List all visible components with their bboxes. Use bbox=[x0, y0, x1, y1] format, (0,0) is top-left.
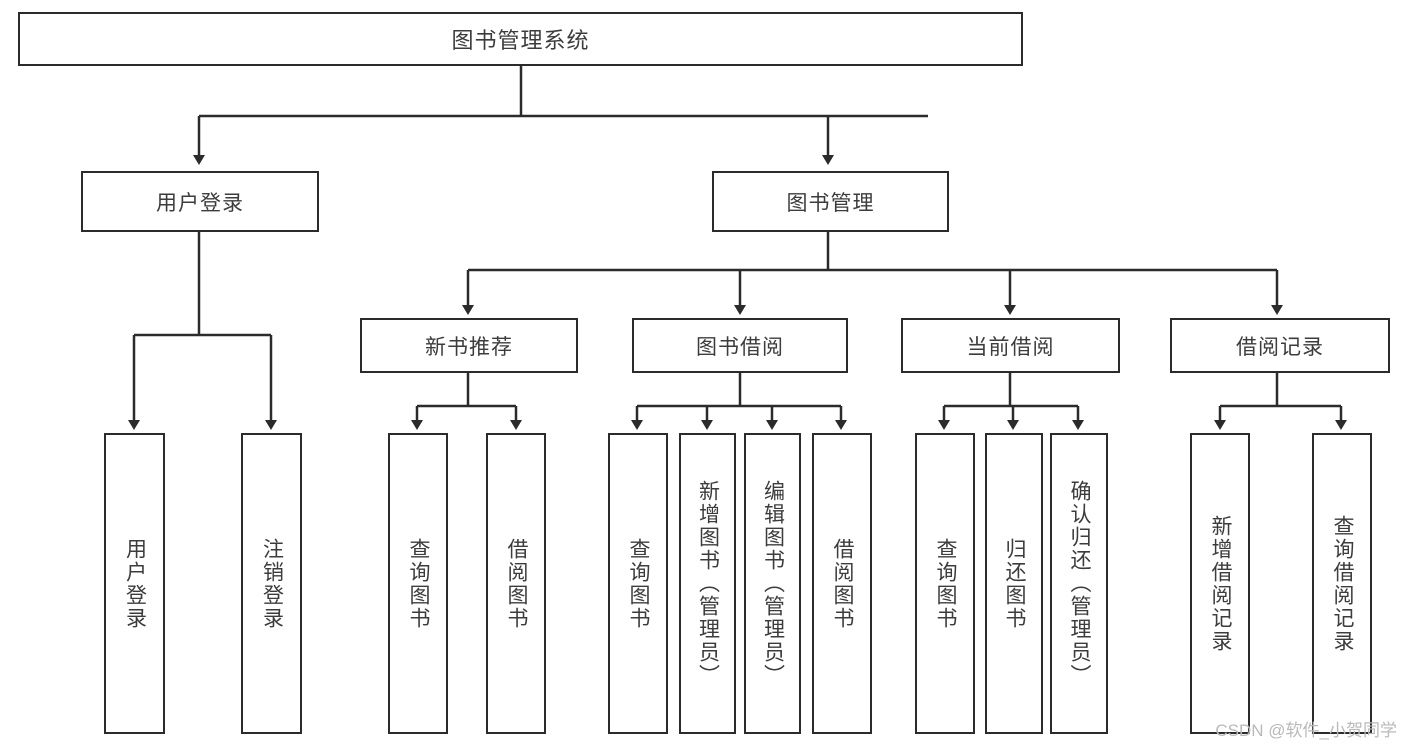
leaf-add-book-label: 新增图书（管理员） bbox=[696, 480, 720, 687]
node-user-login-label: 用户登录 bbox=[156, 191, 244, 215]
node-user-login[interactable]: 用户登录 bbox=[81, 171, 319, 232]
leaf-user-login-label: 用户登录 bbox=[123, 537, 147, 630]
leaf-query-book-2-label: 查询图书 bbox=[627, 537, 651, 630]
watermark: CSDN @软件_小贺同学 bbox=[1215, 721, 1397, 740]
leaf-query-book-3-label: 查询图书 bbox=[934, 537, 958, 630]
leaf-edit-book-label: 编辑图书（管理员） bbox=[761, 480, 785, 687]
leaf-borrow-book-2-label: 借阅图书 bbox=[831, 537, 855, 630]
node-book-borrow[interactable]: 图书借阅 bbox=[632, 318, 848, 373]
leaf-borrow-book-1-label: 借阅图书 bbox=[505, 537, 529, 630]
node-borrow-record-label: 借阅记录 bbox=[1236, 335, 1324, 359]
node-new-book-recommend-label: 新书推荐 bbox=[425, 335, 513, 359]
node-book-management-label: 图书管理 bbox=[786, 191, 875, 215]
leaf-return-book-label: 归还图书 bbox=[1003, 537, 1027, 630]
leaf-borrow-book-1[interactable]: 借阅图书 bbox=[486, 433, 546, 734]
node-current-borrow[interactable]: 当前借阅 bbox=[901, 318, 1120, 373]
node-current-borrow-label: 当前借阅 bbox=[966, 335, 1055, 359]
leaf-logout-login[interactable]: 注销登录 bbox=[241, 433, 302, 734]
node-book-management[interactable]: 图书管理 bbox=[712, 171, 949, 232]
leaf-query-book-2[interactable]: 查询图书 bbox=[608, 433, 668, 734]
node-root[interactable]: 图书管理系统 bbox=[18, 12, 1023, 66]
leaf-confirm-return[interactable]: 确认归还（管理员） bbox=[1050, 433, 1108, 734]
leaf-query-book-1[interactable]: 查询图书 bbox=[388, 433, 448, 734]
leaf-query-book-3[interactable]: 查询图书 bbox=[915, 433, 975, 734]
leaf-query-record[interactable]: 查询借阅记录 bbox=[1312, 433, 1372, 734]
leaf-query-book-1-label: 查询图书 bbox=[407, 537, 431, 630]
node-borrow-record[interactable]: 借阅记录 bbox=[1170, 318, 1390, 373]
leaf-logout-login-label: 注销登录 bbox=[260, 537, 284, 630]
leaf-borrow-book-2[interactable]: 借阅图书 bbox=[812, 433, 872, 734]
leaf-query-record-label: 查询借阅记录 bbox=[1331, 514, 1355, 653]
node-new-book-recommend[interactable]: 新书推荐 bbox=[360, 318, 578, 373]
node-book-borrow-label: 图书借阅 bbox=[696, 335, 784, 359]
leaf-edit-book[interactable]: 编辑图书（管理员） bbox=[744, 433, 801, 734]
leaf-user-login[interactable]: 用户登录 bbox=[104, 433, 165, 734]
leaf-confirm-return-label: 确认归还（管理员） bbox=[1068, 480, 1092, 687]
leaf-add-book[interactable]: 新增图书（管理员） bbox=[679, 433, 736, 734]
leaf-add-record[interactable]: 新增借阅记录 bbox=[1190, 433, 1250, 734]
leaf-add-record-label: 新增借阅记录 bbox=[1209, 514, 1233, 653]
leaf-return-book[interactable]: 归还图书 bbox=[985, 433, 1043, 734]
node-root-label: 图书管理系统 bbox=[451, 28, 590, 53]
